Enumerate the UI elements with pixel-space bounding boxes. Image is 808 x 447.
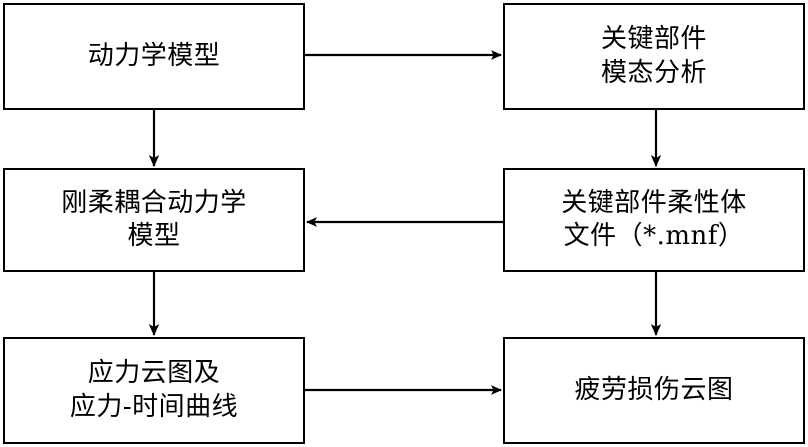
node-key-component-flexible-body-file[interactable]: 关键部件柔性体 文件（*.mnf） (503, 168, 805, 272)
node-dynamics-model[interactable]: 动力学模型 (3, 3, 305, 110)
node-fatigue-damage-contour-line-1: 疲劳损伤云图 (574, 374, 734, 405)
node-dynamics-model-line-1: 动力学模型 (87, 40, 221, 71)
node-fatigue-damage-contour[interactable]: 疲劳损伤云图 (503, 337, 805, 444)
node-key-component-flexible-body-file-line-1: 关键部件柔性体 (561, 187, 747, 218)
node-stress-contour-and-stress-time-curve-line-2: 应力-时间曲线 (69, 391, 239, 422)
node-stress-contour-and-stress-time-curve-line-1: 应力云图及 (87, 358, 221, 389)
node-rigid-flexible-coupling-dynamics-model[interactable]: 刚柔耦合动力学 模型 (3, 168, 305, 272)
node-rigid-flexible-coupling-dynamics-model-line-1: 刚柔耦合动力学 (61, 187, 247, 218)
node-key-component-modal-analysis-line-1: 关键部件 (600, 24, 707, 55)
node-rigid-flexible-coupling-dynamics-model-line-2: 模型 (127, 221, 181, 251)
node-key-component-flexible-body-file-line-2: 文件（*.mnf） (563, 221, 745, 251)
node-key-component-modal-analysis-line-2: 模态分析 (600, 57, 707, 88)
node-stress-contour-and-stress-time-curve[interactable]: 应力云图及 应力-时间曲线 (3, 337, 305, 444)
node-key-component-modal-analysis[interactable]: 关键部件 模态分析 (503, 3, 805, 110)
